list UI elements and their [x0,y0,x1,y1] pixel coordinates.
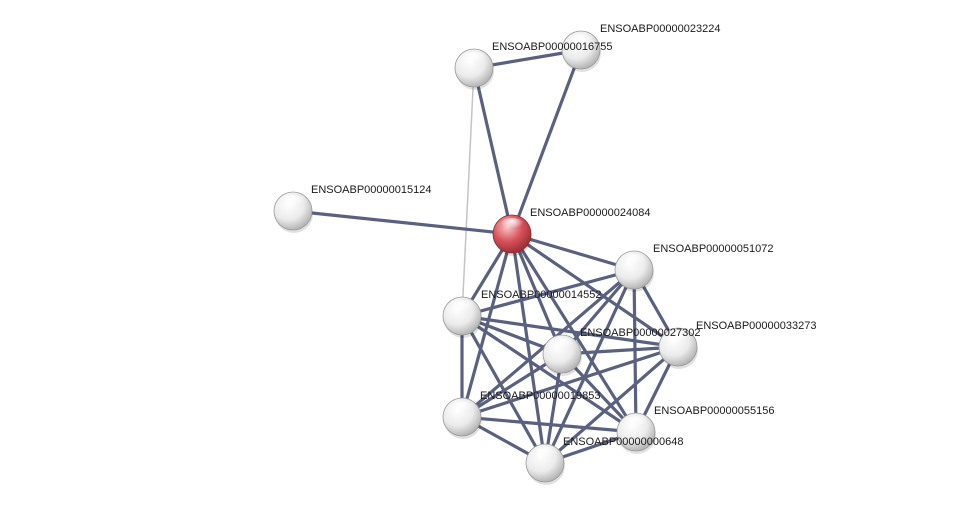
edge-14552-33273[interactable] [460,314,680,349]
node-ensoabp00000023224[interactable] [561,30,601,72]
sphere-highlight [569,34,593,48]
sphere-highlight [622,254,646,268]
node-label: ENSOABP00000027302 [580,327,700,339]
edge-23224-24084[interactable] [510,48,583,236]
sphere-highlight [533,447,557,461]
node-label: ENSOABP00000016755 [492,41,612,53]
query-node-ensoabp00000024084[interactable] [492,214,532,256]
edge-33273-00648[interactable] [543,345,680,465]
sphere-highlight [624,416,648,430]
node-label: ENSOABP00000014552 [481,289,601,301]
node-label: ENSOABP00000000648 [563,436,683,448]
edge-24084-27302[interactable] [510,232,564,356]
edge-16755-24084[interactable] [472,66,514,236]
node-label: ENSOABP00000023224 [600,23,720,35]
sphere-highlight [666,331,690,345]
edge-51072-00648[interactable] [543,268,636,465]
nodes-layer [273,30,698,485]
node-ensoabp00000000648[interactable] [525,443,565,485]
node-label: ENSOABP00000024084 [530,207,650,219]
node-ensoabp00000055156[interactable] [616,412,656,454]
edge-24084-33273[interactable] [510,232,680,349]
node-ensoabp00000027302[interactable] [542,334,582,376]
edge-27302-19853[interactable] [460,352,564,419]
node-label: ENSOABP00000019853 [480,390,600,402]
labels-layer: ENSOABP00000024084ENSOABP00000016755ENSO… [311,23,816,448]
edge-16755-14552[interactable] [461,67,475,317]
sphere-highlight [450,401,474,415]
edge-14552-55156[interactable] [460,314,638,434]
node-ensoabp00000019853[interactable] [442,397,482,439]
edge-24084-51072[interactable] [510,232,636,272]
node-label: ENSOABP00000033273 [696,320,816,332]
node-ensoabp00000014552[interactable] [442,296,482,338]
node-ensoabp00000016755[interactable] [454,48,494,90]
node-label: ENSOABP00000055156 [654,405,774,417]
edge-51072-14552[interactable] [460,268,636,318]
sphere-highlight [550,338,574,352]
edge-15124-24084[interactable] [291,209,514,236]
node-ensoabp00000015124[interactable] [273,191,313,233]
node-label: ENSOABP00000051072 [653,243,773,255]
sphere-highlight [281,195,305,209]
sphere-highlight [500,218,524,232]
sphere-highlight [462,52,486,66]
edge-19853-55156[interactable] [460,415,638,434]
node-ensoabp00000033273[interactable] [658,327,698,369]
edge-33273-19853[interactable] [460,345,680,419]
sphere-highlight [450,300,474,314]
node-label: ENSOABP00000015124 [311,184,431,196]
node-ensoabp00000051072[interactable] [614,250,654,292]
